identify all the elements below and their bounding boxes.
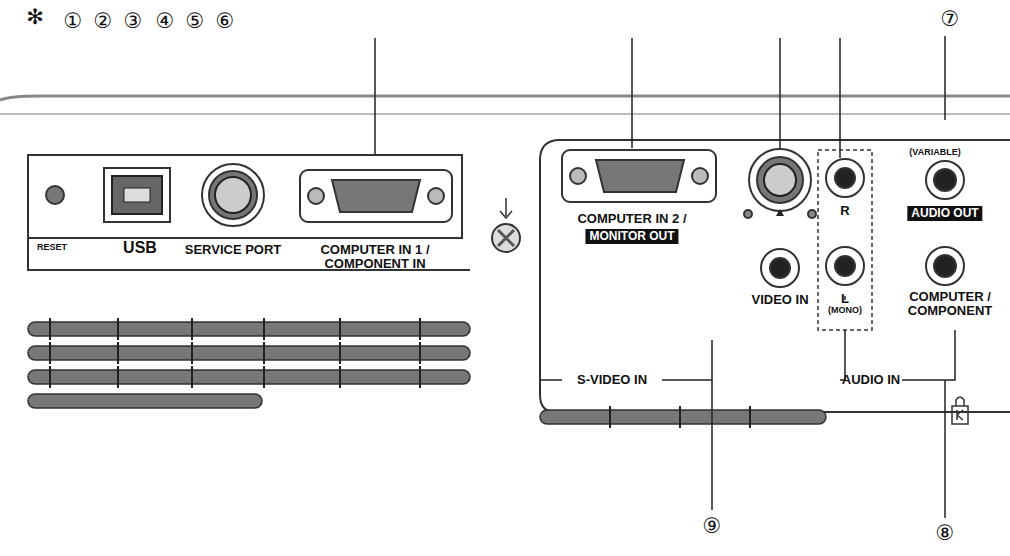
vent-tick [419,318,421,340]
vent-tick [609,406,611,428]
vent-tick [117,366,119,388]
port-label: AUDIO IN [842,373,901,387]
vent-tick [419,342,421,364]
port-label: MONITOR OUT [585,229,678,244]
vent-tick [191,342,193,364]
vent-tick [339,366,341,388]
port-label: (VARIABLE) [909,148,960,158]
vent-tick [263,318,265,340]
vent-tick [679,406,681,428]
port-label: R [840,204,849,218]
callout-number: ⑦ [941,8,960,31]
vent-tick [339,318,341,340]
vent-tick [49,366,51,388]
port-label: COMPUTER IN 2 / [577,212,686,226]
vent-tick [49,342,51,364]
port-label: COMPUTER / COMPONENT [900,290,1000,319]
vent-tick [117,342,119,364]
port-label: SERVICE PORT [185,243,282,257]
vent-tick [263,366,265,388]
callout-number: ④ [156,10,175,33]
port-label: COMPUTER IN 1 / COMPONENT IN [315,243,435,272]
callout-number: ② [94,10,113,33]
vent-tick [117,318,119,340]
port-label: AUDIO OUT [907,206,982,221]
vent-tick [339,342,341,364]
vent-tick [419,366,421,388]
vent-tick [191,318,193,340]
vent-tick [191,366,193,388]
vent-tick [263,342,265,364]
port-label: VIDEO IN [751,293,808,307]
callout-number: ⑤ [186,10,205,33]
vent-tick [749,406,751,428]
asterisk-callout: ✻ [26,6,44,29]
port-label: (MONO) [828,306,862,316]
callout-number: ③ [124,10,143,33]
callout-number: ⑨ [703,515,722,538]
vent-tick [49,318,51,340]
callout-number: ① [64,10,83,33]
port-label: USB [123,239,157,257]
port-label: S-VIDEO IN [577,373,647,387]
callout-number: ⑧ [936,522,955,545]
callout-number: ⑥ [216,10,235,33]
port-label: RESET [37,243,67,253]
port-label: L [841,292,849,306]
